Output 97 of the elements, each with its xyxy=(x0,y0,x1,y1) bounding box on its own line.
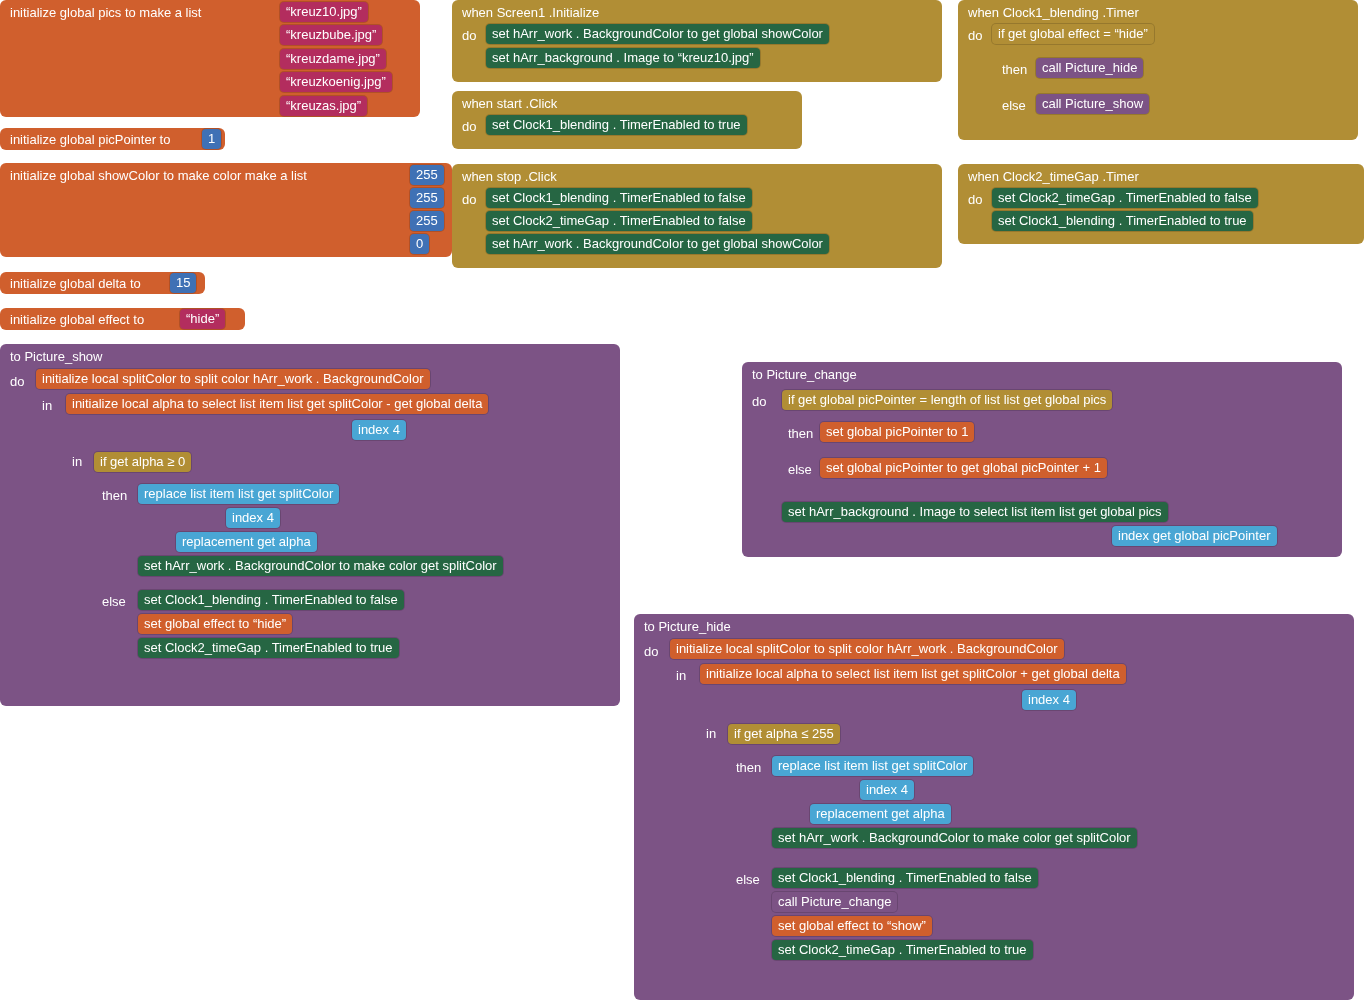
variable-block xyxy=(0,0,420,117)
code-text: in xyxy=(71,453,84,471)
code-text: index get global picPointer xyxy=(1112,526,1277,546)
code-text: then xyxy=(1001,61,1029,79)
code-text: when stop .Click xyxy=(461,168,558,186)
code-text: index 4 xyxy=(860,780,914,800)
code-text: if get alpha ≤ 255 xyxy=(728,724,840,744)
code-text: set hArr_work . BackgroundColor to make color get splitColor xyxy=(138,556,503,576)
code-text: when start .Click xyxy=(461,95,559,113)
code-text: index 4 xyxy=(352,420,406,440)
procedure-block xyxy=(0,344,620,706)
variable-block xyxy=(0,163,452,257)
code-text: initialize global pics to make a list xyxy=(9,4,203,22)
code-text: set Clock2_timeGap . TimerEnabled to true xyxy=(138,638,399,658)
event-block xyxy=(958,164,1364,244)
code-text: replace list item list get splitColor xyxy=(138,484,340,504)
code-text: when Screen1 .Initialize xyxy=(461,4,601,22)
code-text: set global effect to “show” xyxy=(772,916,932,936)
code-text: if get global effect = “hide” xyxy=(992,24,1154,44)
variable-block xyxy=(0,272,205,294)
event-block xyxy=(452,0,942,82)
code-text: do xyxy=(9,373,26,391)
code-text: then xyxy=(735,759,763,777)
code-text: set Clock2_timeGap . TimerEnabled to true xyxy=(772,940,1033,960)
code-text: set hArr_work . BackgroundColor to make color get splitColor xyxy=(772,828,1137,848)
code-text: set Clock1_blending . TimerEnabled to false xyxy=(138,590,404,610)
code-text: initialize local splitColor to split color hArr_work . BackgroundColor xyxy=(670,639,1064,659)
code-text: set Clock1_blending . TimerEnabled to true xyxy=(486,115,747,135)
code-text: 0 xyxy=(410,234,430,254)
code-text: in xyxy=(705,725,718,743)
code-text: initialize global picPointer to xyxy=(9,131,172,149)
procedure-block xyxy=(634,614,1354,1000)
code-text: to Picture_change xyxy=(751,366,858,384)
code-text: if get alpha ≥ 0 xyxy=(94,452,192,472)
code-text: “kreuzdame.jpg” xyxy=(280,49,386,69)
code-text: else xyxy=(101,593,127,611)
code-text: call Picture_show xyxy=(1036,94,1150,114)
code-text: do xyxy=(461,191,478,209)
code-text: set Clock2_timeGap . TimerEnabled to false xyxy=(992,188,1258,208)
code-text: if get global picPointer = length of list list get global pics xyxy=(782,390,1113,410)
code-text: initialize local alpha to select list item list get splitColor - get global delta xyxy=(66,394,489,414)
code-text: to Picture_hide xyxy=(643,618,732,636)
code-text: set hArr_background . Image to “kreuz10.jpg” xyxy=(486,48,760,68)
code-text: set Clock1_blending . TimerEnabled to false xyxy=(772,868,1038,888)
code-text: do xyxy=(967,191,984,209)
code-text: set hArr_background . Image to select list item list get global pics xyxy=(782,502,1168,522)
code-text: when Clock2_timeGap .Timer xyxy=(967,168,1140,186)
code-text: replacement get alpha xyxy=(810,804,951,824)
code-text: “kreuz10.jpg” xyxy=(280,2,368,22)
code-text: index 4 xyxy=(1022,690,1076,710)
code-text: 255 xyxy=(410,188,444,208)
code-text: do xyxy=(751,393,768,411)
event-block xyxy=(958,0,1358,140)
code-text: do xyxy=(461,118,478,136)
code-text: “kreuzkoenig.jpg” xyxy=(280,72,392,92)
code-text: initialize global delta to xyxy=(9,275,142,293)
code-text: initialize local alpha to select list item list get splitColor + get global delta xyxy=(700,664,1126,684)
code-text: 1 xyxy=(202,129,222,149)
variable-block xyxy=(0,308,245,330)
code-text: set Clock2_timeGap . TimerEnabled to false xyxy=(486,211,752,231)
code-text: “hide” xyxy=(180,309,226,329)
code-text: then xyxy=(787,425,815,443)
code-text: else xyxy=(787,461,813,479)
code-text: call Picture_hide xyxy=(1036,58,1144,78)
code-text: initialize global effect to xyxy=(9,311,146,329)
code-text: do xyxy=(461,27,478,45)
code-text: initialize local splitColor to split color hArr_work . BackgroundColor xyxy=(36,369,430,389)
code-text: to Picture_show xyxy=(9,348,104,366)
code-text: set Clock1_blending . TimerEnabled to false xyxy=(486,188,752,208)
code-text: do xyxy=(967,27,984,45)
code-text: initialize global showColor to make color make a list xyxy=(9,167,308,185)
code-text: else xyxy=(735,871,761,889)
code-text: “kreuzas.jpg” xyxy=(280,96,368,116)
event-block xyxy=(452,91,802,149)
code-text: set hArr_work . BackgroundColor to get global showColor xyxy=(486,234,829,254)
code-text: call Picture_change xyxy=(772,892,898,912)
code-text: in xyxy=(41,397,54,415)
code-text: else xyxy=(1001,97,1027,115)
code-text: replacement get alpha xyxy=(176,532,317,552)
procedure-block xyxy=(742,362,1342,557)
code-text: “kreuzbube.jpg” xyxy=(280,25,383,45)
code-text: index 4 xyxy=(226,508,280,528)
code-text: 255 xyxy=(410,211,444,231)
code-text: in xyxy=(675,667,688,685)
code-text: set hArr_work . BackgroundColor to get global showColor xyxy=(486,24,829,44)
code-text: 255 xyxy=(410,165,444,185)
code-text: set global picPointer to 1 xyxy=(820,422,975,442)
code-text: do xyxy=(643,643,660,661)
code-text: replace list item list get splitColor xyxy=(772,756,974,776)
code-text: then xyxy=(101,487,129,505)
variable-block xyxy=(0,128,225,150)
code-text: 15 xyxy=(170,273,197,293)
code-text: set global picPointer to get global picPointer + 1 xyxy=(820,458,1107,478)
code-text: set Clock1_blending . TimerEnabled to true xyxy=(992,211,1253,231)
code-text: when Clock1_blending .Timer xyxy=(967,4,1140,22)
code-text: set global effect to “hide” xyxy=(138,614,293,634)
event-block xyxy=(452,164,942,268)
